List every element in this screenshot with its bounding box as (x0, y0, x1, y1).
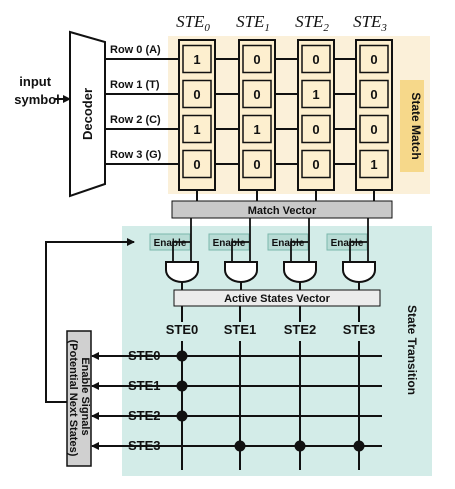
match-cell (301, 149, 331, 179)
ste-header: STE2 (295, 12, 329, 34)
match-cell-value: 0 (370, 122, 377, 137)
match-cell-value: 1 (312, 87, 319, 102)
match-cell (242, 79, 272, 109)
match-cell-value: 0 (253, 157, 260, 172)
match-vector-bar (171, 200, 393, 219)
match-cell (182, 44, 212, 74)
match-cell-value: 0 (312, 122, 319, 137)
active-states-bar (173, 289, 381, 307)
match-cell-value: 0 (312, 157, 319, 172)
match-cell (182, 114, 212, 144)
match-cell (301, 44, 331, 74)
match-cell (359, 114, 389, 144)
and-gate (342, 261, 376, 283)
transition-dot (176, 350, 188, 362)
match-cell (359, 149, 389, 179)
match-cell-value: 0 (253, 52, 260, 67)
transition-column-label: STE1 (224, 322, 257, 337)
transition-dot (353, 440, 365, 452)
enable-signals-box (66, 330, 92, 467)
enable-label: Enable (272, 238, 305, 249)
match-cell (242, 149, 272, 179)
transition-row-label: STE0 (128, 348, 161, 363)
transition-dot (176, 380, 188, 392)
and-gate (224, 261, 258, 283)
and-gate (165, 261, 199, 283)
ste-headers: STE0 STE1 STE2 STE3 (176, 12, 387, 34)
match-vector-label: Match Vector (248, 205, 317, 217)
state-transition-label: State Transition (405, 305, 419, 395)
row-label: Row 2 (C) (110, 114, 161, 126)
transition-dot (234, 440, 246, 452)
match-cell (182, 79, 212, 109)
match-cell-value: 1 (193, 122, 200, 137)
enable-wire (231, 241, 249, 262)
match-cell (182, 149, 212, 179)
and-gate (283, 261, 317, 283)
enable-label: Enable (331, 238, 364, 249)
transition-column-label: STE2 (284, 322, 317, 337)
row-label: Row 3 (G) (110, 149, 162, 161)
transition-column-label: STE3 (343, 322, 376, 337)
match-cell (242, 44, 272, 74)
match-cell (359, 79, 389, 109)
state-match-label: State Match (409, 92, 423, 159)
transition-row-label: STE1 (128, 378, 161, 393)
match-cell-value: 1 (193, 52, 200, 67)
match-cell (301, 79, 331, 109)
enable-signals-label: Enable Signals (Potential Next States) (67, 340, 91, 457)
ste-header: STE0 (176, 12, 210, 34)
decoder-label: Decoder (80, 88, 95, 140)
match-cell (301, 114, 331, 144)
transition-column-label: STE0 (166, 322, 199, 337)
ste-header: STE3 (353, 12, 387, 34)
ste-header: STE1 (236, 12, 270, 34)
transition-row-label: STE2 (128, 408, 161, 423)
row-label: Row 1 (T) (110, 79, 160, 91)
match-cell-value: 0 (312, 52, 319, 67)
match-cell-value: 0 (253, 87, 260, 102)
decoder-block (69, 30, 106, 198)
state-match-tag (400, 80, 424, 172)
match-matrix: 1 0 1 0 0 0 1 0 0 1 0 0 0 0 0 1 (178, 39, 393, 201)
enable-label: Enable (213, 238, 246, 249)
enable-wire (349, 241, 367, 262)
match-cell-value: 0 (370, 52, 377, 67)
enable-gates: Enable Enable Enable Enable (149, 218, 376, 290)
enable-wire (172, 241, 190, 262)
match-cell-value: 0 (193, 87, 200, 102)
match-cell (242, 114, 272, 144)
active-states-label: Active States Vector (224, 293, 330, 305)
enable-label: Enable (154, 238, 187, 249)
row-label: Row 0 (A) (110, 44, 161, 56)
transition-dot (294, 440, 306, 452)
transition-dot (176, 410, 188, 422)
match-cell-value: 1 (253, 122, 260, 137)
match-cell-value: 0 (193, 157, 200, 172)
match-cell-value: 0 (370, 87, 377, 102)
feedback-path (45, 238, 135, 403)
match-cell (359, 44, 389, 74)
transition-row-label: STE3 (128, 438, 161, 453)
enable-wire (290, 241, 308, 262)
match-cell-value: 1 (370, 157, 377, 172)
input-symbol-label: input symbol (14, 74, 60, 107)
